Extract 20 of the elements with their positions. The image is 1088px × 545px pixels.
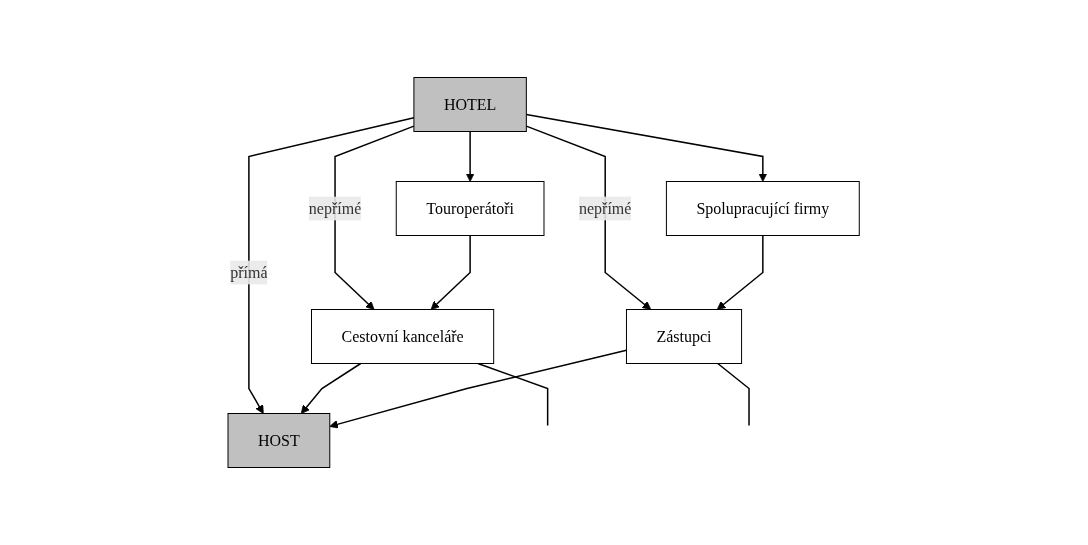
node-box: HOST	[227, 413, 331, 468]
arrow	[525, 113, 768, 182]
connector	[717, 362, 751, 427]
edge-label: přímá	[230, 263, 268, 281]
arrow	[466, 130, 475, 182]
node-box: Zástupci	[626, 309, 743, 364]
node-box: HOTEL	[413, 77, 528, 132]
node-box: Spolupracující firmy	[666, 181, 861, 236]
arrow	[717, 234, 764, 310]
arrow	[329, 349, 628, 429]
arrow	[525, 125, 652, 310]
arrow	[248, 116, 415, 414]
connector	[477, 362, 549, 427]
arrow	[431, 234, 472, 310]
node-box: Touroperátoři	[396, 181, 545, 236]
edge-label: nepřímé	[579, 199, 632, 217]
arrow	[301, 362, 362, 414]
node-box: Cestovní kanceláře	[311, 309, 495, 364]
arrow	[334, 125, 415, 310]
edge-label: nepřímé	[309, 199, 362, 217]
